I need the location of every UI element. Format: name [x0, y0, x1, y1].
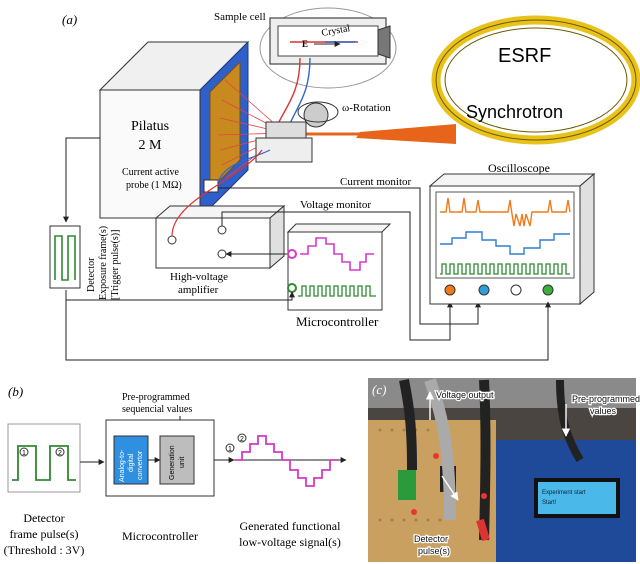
synchrotron-label: Synchrotron — [466, 102, 563, 122]
panel-b-label: (b) — [8, 384, 23, 399]
caption-detector-2: frame pulse(s) — [10, 527, 79, 541]
frame-pulse-box — [49, 225, 81, 289]
caption-detector-3: (Threshold : 3V) — [4, 543, 85, 557]
detector-photo-label-1: Detector — [414, 534, 448, 544]
caption-gen-1: Generated functional — [240, 519, 342, 533]
lcd-line-2: Start! — [542, 500, 557, 506]
detector-trigger-line — [63, 137, 100, 223]
lcd-line-1: Experiment start — [542, 490, 586, 496]
detector-photo-label-2: pulse(s) — [418, 546, 450, 556]
oscilloscope-label: Oscilloscope — [488, 161, 550, 175]
detector-pulse-box — [7, 423, 81, 493]
field-label: E — [302, 39, 308, 49]
rotation-stage — [255, 101, 339, 163]
frame-label-3: [Trigger pulse(s)] — [110, 230, 121, 300]
probe-label-2: probe (1 MΩ) — [126, 180, 182, 191]
caption-detector-1: Detector — [23, 511, 64, 525]
probe-blue-wire — [217, 149, 271, 183]
preprog-photo-label-1: Pre-programmed — [572, 394, 640, 404]
crystal-label: Crystal — [321, 23, 352, 39]
caption-gen-2: low-voltage signal(s) — [239, 535, 341, 549]
frame-label-1: Detector — [86, 257, 97, 292]
gen-label-1: Generation — [169, 445, 176, 480]
signal-marker-2: 2 — [240, 436, 244, 443]
adc-label-3: convertor — [137, 450, 144, 480]
microcontroller-block — [105, 419, 215, 497]
caption-micro: Microcontroller — [122, 529, 198, 543]
pilatus-model: 2 M — [139, 138, 163, 153]
preprog-photo-label-2: values — [590, 406, 617, 416]
generated-signal — [225, 433, 347, 487]
microcontroller-label: Microcontroller — [296, 314, 379, 329]
pulse-to-scope-line — [65, 300, 551, 361]
pilatus-detector — [98, 40, 250, 220]
preprog-label-2: sequencial values — [122, 404, 192, 415]
esrf-label: ESRF — [498, 45, 551, 67]
preprog-label-1: Pre-programmed — [122, 392, 190, 403]
pulse-marker-2: 2 — [58, 450, 62, 457]
amplifier-label-2: amplifier — [178, 284, 219, 296]
sample-cell — [269, 17, 391, 65]
gen-label-2: unit — [179, 457, 186, 468]
voltage-monitor-label: Voltage monitor — [300, 199, 371, 211]
signal-marker-1: 1 — [228, 446, 232, 453]
pulse-marker-1: 1 — [22, 450, 26, 457]
current-monitor-label: Current monitor — [340, 176, 412, 188]
oscilloscope — [428, 172, 596, 306]
xray-beam — [356, 124, 456, 144]
amplifier-label-1: High-voltage — [170, 271, 228, 283]
rotation-label: ω-Rotation — [342, 102, 391, 114]
adc-label-2: digital — [128, 453, 135, 472]
voltage-monitor-line — [221, 211, 453, 341]
esrf-ring — [431, 15, 640, 145]
hv-amplifier — [154, 204, 286, 270]
microcontroller-unit — [286, 223, 392, 311]
current-monitor-line — [218, 187, 481, 325]
current-probe — [203, 179, 219, 193]
pilatus-label: Pilatus — [131, 119, 169, 134]
sample-cell-label: Sample cell — [214, 11, 266, 23]
pulse-to-micro-line — [65, 290, 295, 301]
panel-c-label: (c) — [372, 382, 386, 397]
hardware-photo — [368, 378, 636, 562]
detector-photo-arrow — [441, 475, 459, 501]
adc-label-1: Analog-to- — [119, 449, 126, 482]
probe-label-1: Current active — [122, 167, 179, 178]
voltage-output-label: Voltage output — [436, 390, 494, 400]
frame-label-2: Exposure frame(s) — [98, 226, 109, 300]
panel-a-label: (a) — [62, 12, 77, 27]
